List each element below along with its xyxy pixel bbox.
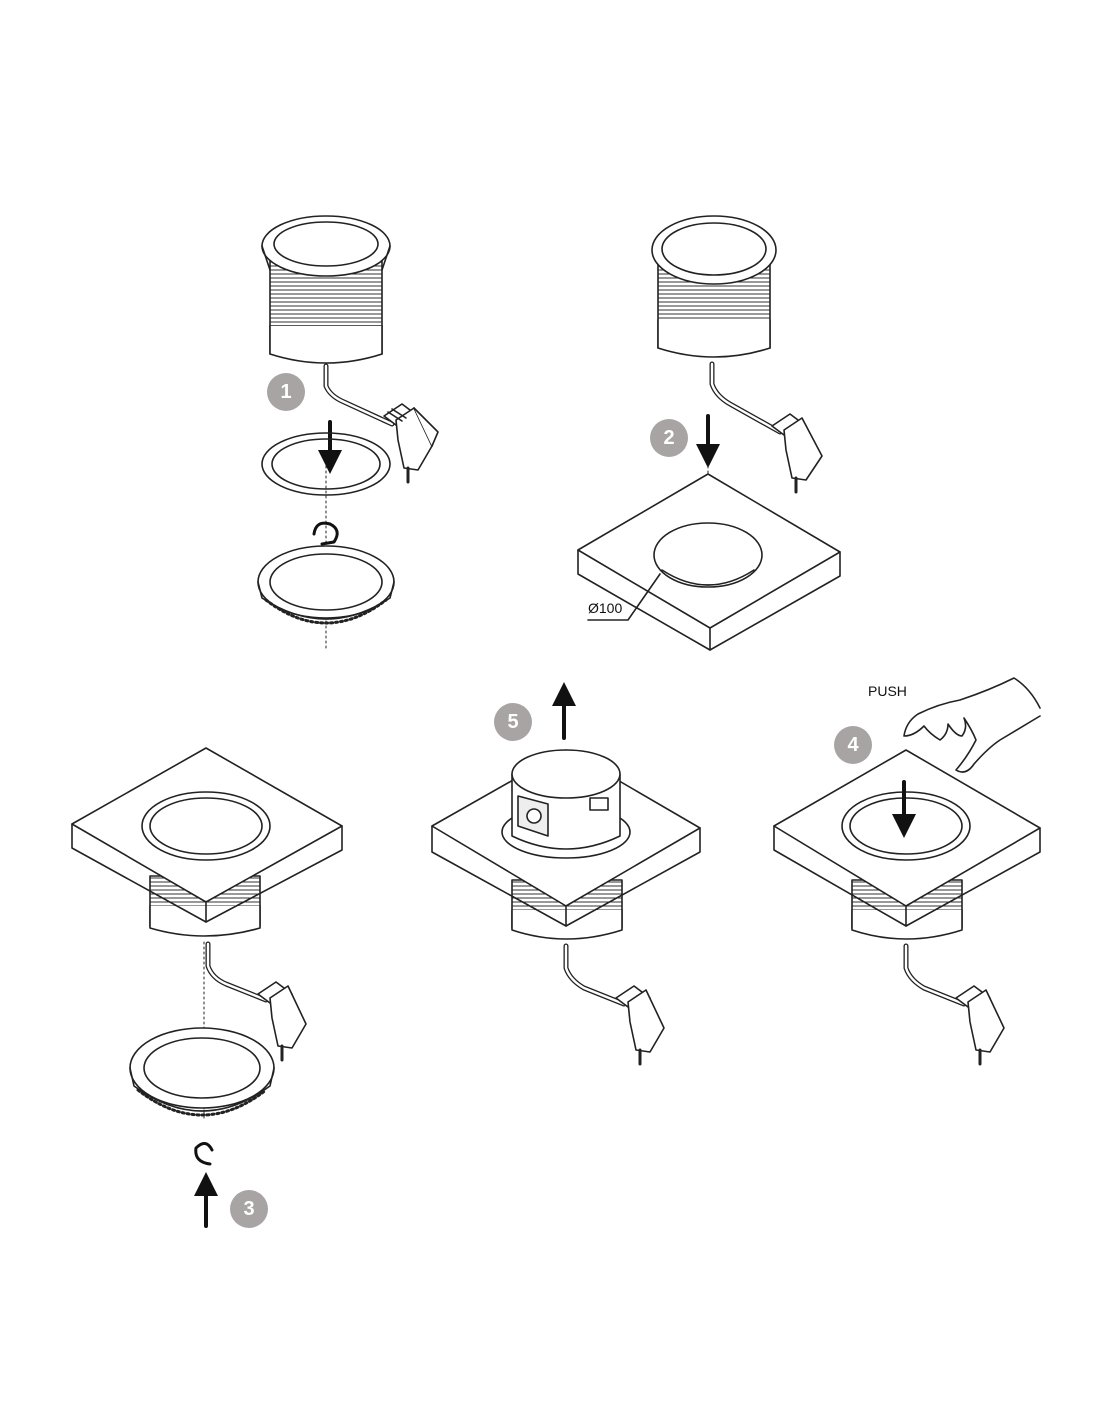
step4-drawing [773,677,1041,1066]
plug-icon-5 [615,985,665,1066]
cable-5 [563,943,627,1007]
hand-icon [903,677,1041,773]
step-badge-2: 2 [650,419,688,457]
plug-icon-3 [257,981,307,1062]
plug-icon [383,403,439,484]
popup-socket-tower [501,749,631,859]
cable [323,363,395,427]
countertop-installed [71,747,343,923]
step1-drawing [257,215,439,649]
cable-3 [205,941,269,1003]
countertop-with-hole [577,473,841,651]
step2-drawing [577,215,841,651]
cable-4 [903,943,967,1007]
diameter-label: Ø100 [588,600,623,616]
plug-icon-2 [771,413,823,494]
lock-nut-3 [129,1027,275,1117]
plug-icon-4 [955,985,1005,1066]
socket-unit [261,215,391,364]
step-badge-4: 4 [834,726,872,764]
push-label: PUSH [868,683,907,699]
lock-nut [257,545,395,625]
step-badge-5: 5 [494,703,532,741]
rotate-arrow-icon [312,521,339,546]
sealing-ring [261,432,391,496]
rotate-arrow-icon-3 [194,1142,214,1166]
step3-drawing [71,747,343,1228]
step-badge-1: 1 [267,373,305,411]
step5-drawing [431,682,701,1066]
diameter-leader-line [587,573,661,621]
step-badge-3: 3 [230,1190,268,1228]
socket-unit-2 [651,215,777,358]
countertop-closed [773,749,1041,927]
